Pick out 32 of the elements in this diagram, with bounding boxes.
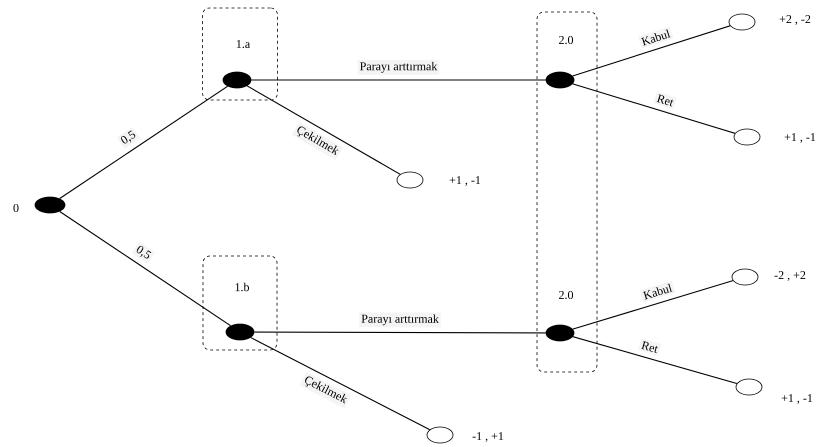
branch-line [254,332,546,334]
edge-label: Ret [654,92,677,110]
dashed-box: 1.a [202,8,278,100]
payoff-label: -2 , +2 [774,271,806,281]
dashed-box: 1.b [202,256,278,350]
edge-label: 0,5 [132,242,156,264]
decision-node [222,72,252,88]
payoff-label: -1 , +1 [472,432,504,442]
branch-line [59,211,231,326]
edge-label: Ret [638,338,662,356]
payoff-label: +1 , -1 [450,176,480,186]
branch-line [59,86,228,199]
edge-label: 0,5 [116,126,140,149]
branch-line [572,336,737,384]
branch-line [572,280,734,330]
decision-node [546,72,574,88]
branch-line [572,83,736,134]
edge-label: Kabul [640,280,676,302]
branch-line [250,337,430,430]
edge-label: Kabul [638,26,674,48]
branch-line [246,85,400,175]
decision-node [546,324,574,342]
payoff-label: +2 , -2 [780,15,810,25]
payoff-label: 0 [13,204,19,212]
branch-line [251,79,546,81]
payoff-label: +1 , -1 [782,394,812,404]
decision-node [226,324,254,340]
branch-line [572,25,730,76]
dashed-box: 2.0 2.0 [536,12,598,372]
payoff-label: +1 , -1 [784,133,816,143]
edge-label: Parayı arttırmak [358,60,440,75]
edge-label: Parayı arttırmak [359,312,441,328]
